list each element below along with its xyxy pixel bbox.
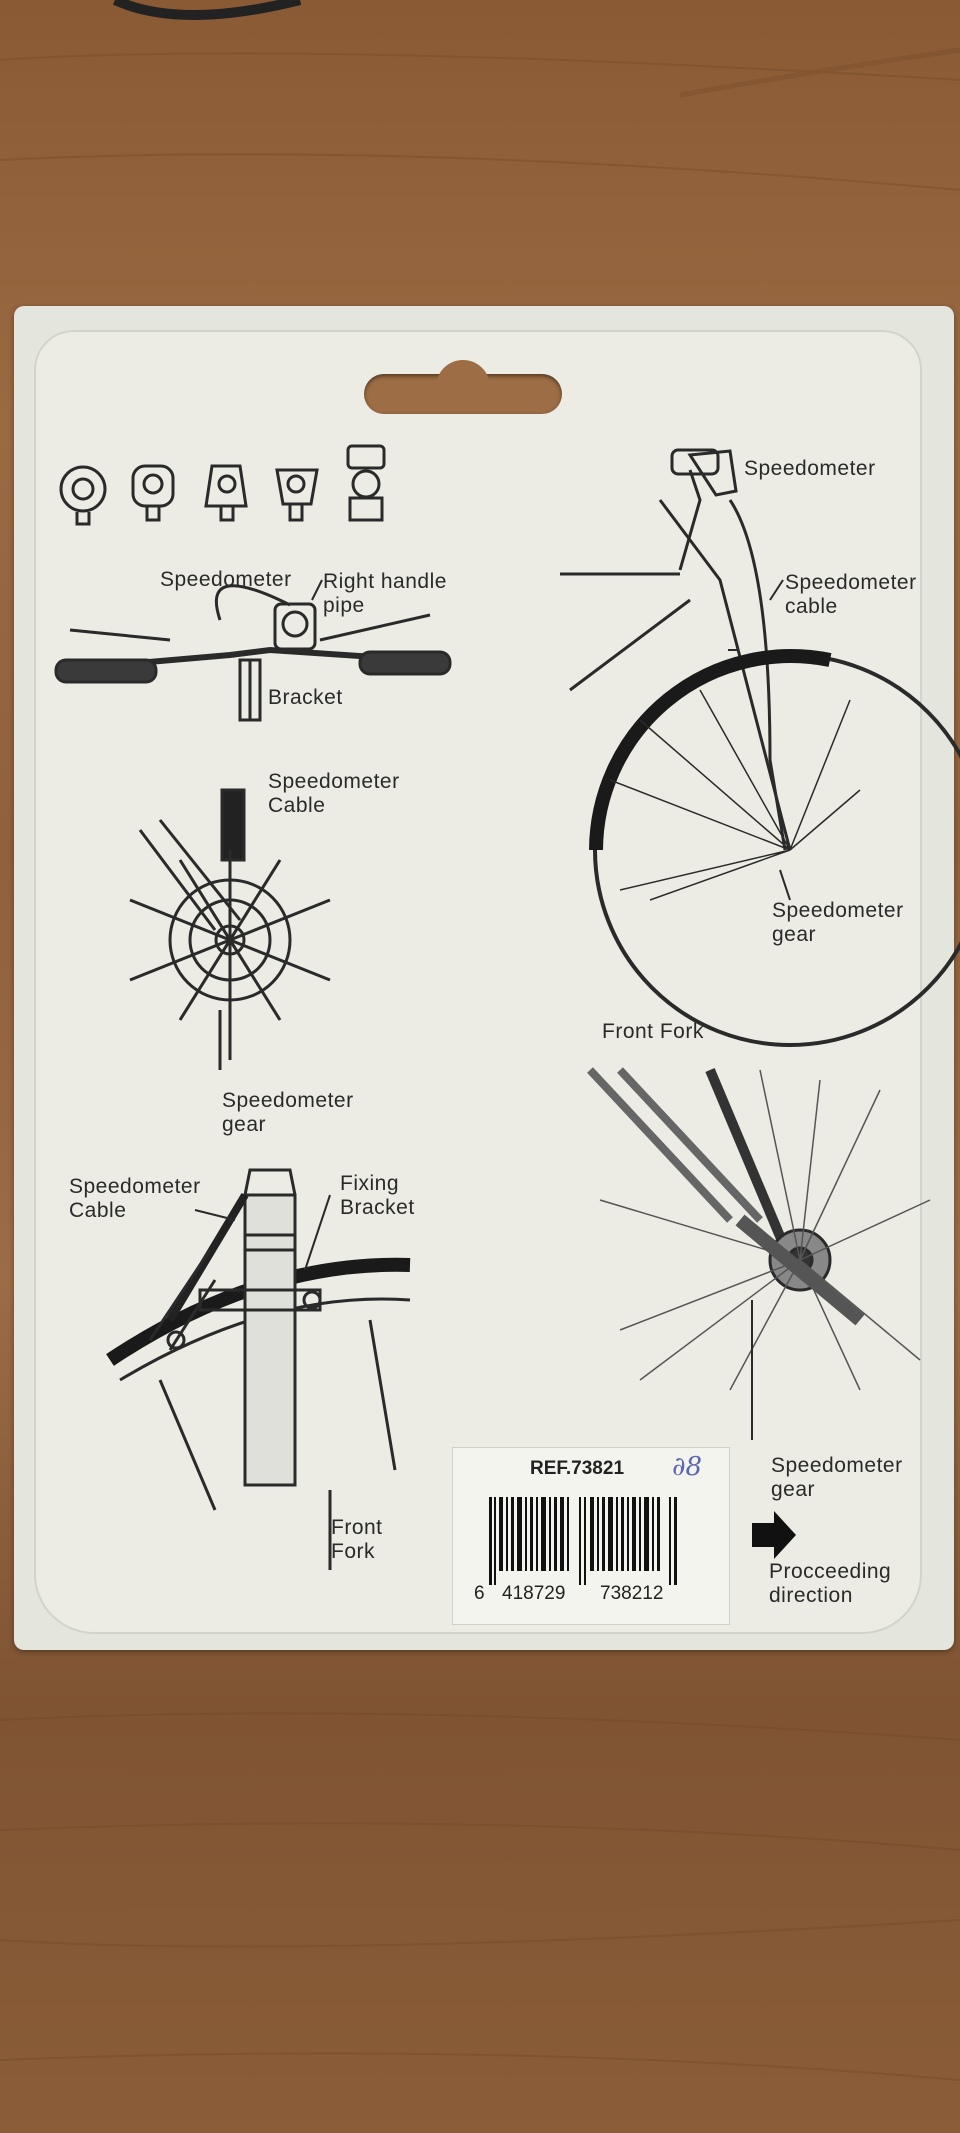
reference-number: REF.73821 xyxy=(530,1458,625,1479)
glasses-frame xyxy=(112,0,302,20)
barcode-digits-last: 738212 xyxy=(600,1583,664,1604)
fixing-bracket-diagram xyxy=(106,1168,411,1570)
barcode xyxy=(489,1497,677,1585)
label-front-fork-bottom: Front Fork xyxy=(331,1516,383,1563)
label-fixing-speedometer-cable: Speedometer Cable xyxy=(69,1175,201,1222)
barcode-digit-first: 6 xyxy=(474,1583,485,1604)
handwritten-mark: ∂8 xyxy=(672,1452,702,1482)
speedometer-variant-icon xyxy=(131,464,175,522)
card-panel xyxy=(34,330,922,1634)
label-right-handle-pipe: Right handle pipe xyxy=(323,570,447,617)
label-front-fork-top: Front Fork xyxy=(602,1020,704,1043)
label-bike-speedometer-cable: Speedometer cable xyxy=(785,571,917,618)
label-fork-speedometer-gear: Speedometer gear xyxy=(771,1454,903,1501)
speedometer-variant-icon xyxy=(59,465,107,526)
speedometer-variant-icon xyxy=(275,468,319,522)
label-proceeding-direction: Procceeding direction xyxy=(769,1560,892,1607)
hang-hole xyxy=(364,360,562,414)
hub-diagram xyxy=(129,788,331,1070)
label-bracket: Bracket xyxy=(268,686,343,709)
speedometer-variant-icon xyxy=(204,464,248,522)
label-fixing-bracket: Fixing Bracket xyxy=(340,1172,415,1219)
label-hub-speedometer-gear: Speedometer gear xyxy=(222,1089,354,1136)
label-bike-speedometer: Speedometer xyxy=(744,457,876,480)
arrow-right-icon xyxy=(752,1511,796,1559)
label-hub-speedometer-cable: Speedometer Cable xyxy=(268,770,400,817)
handlebar-diagram xyxy=(54,584,452,722)
label-bike-speedometer-gear: Speedometer gear xyxy=(772,899,904,946)
bike-front-diagram xyxy=(560,448,960,1047)
barcode-digits-mid: 418729 xyxy=(502,1583,566,1604)
label-handlebar-speedometer: Speedometer xyxy=(160,568,292,591)
speedometer-variant-icon xyxy=(346,444,386,522)
fork-detail-diagram xyxy=(587,1067,931,1440)
